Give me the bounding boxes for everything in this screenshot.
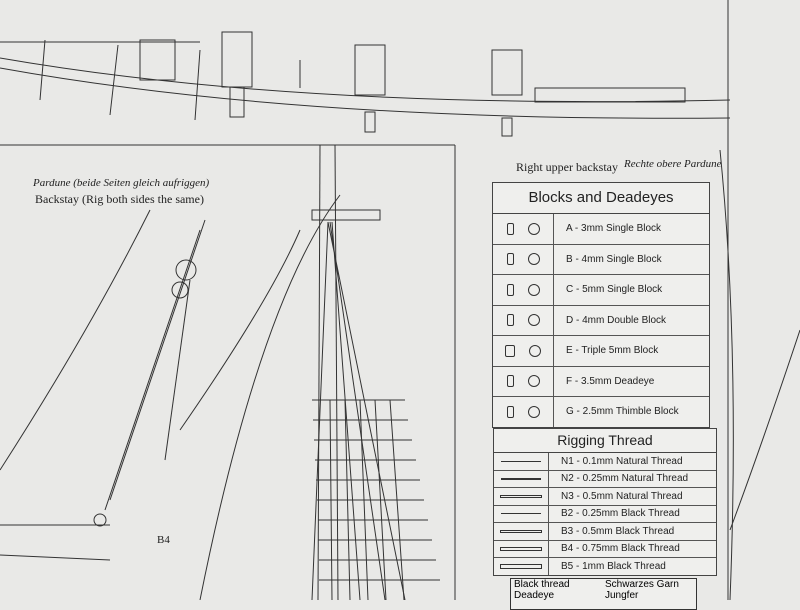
- table-row: D - 4mm Double Block: [493, 305, 709, 336]
- row-label: B3 - 0.5mm Black Thread: [561, 525, 675, 537]
- table-row: N2 - 0.25mm Natural Thread: [494, 470, 716, 488]
- translation-legend: Black thread Schwarzes Garn Deadeye Jungfe…: [510, 578, 697, 610]
- thread-line-icon: [501, 460, 541, 462]
- thimble-side-icon: [506, 405, 514, 418]
- legend-en: Deadeye: [514, 590, 555, 601]
- legend-de: Schwarzes Garn: [605, 579, 679, 590]
- table-row: C - 5mm Single Block: [493, 275, 709, 306]
- triple-block-icon: [505, 344, 515, 357]
- double-block-icon: [506, 314, 514, 327]
- deadeye-icon: [527, 375, 540, 388]
- thimble-icon: [527, 405, 540, 418]
- rigging-title: Rigging Thread: [494, 429, 716, 453]
- row-label: C - 5mm Single Block: [566, 284, 663, 296]
- legend-row: Black thread Schwarzes Garn: [511, 579, 696, 590]
- block-side-icon: [527, 314, 540, 327]
- row-label: E - Triple 5mm Block: [566, 345, 659, 357]
- row-label: B4 - 0.75mm Black Thread: [561, 543, 680, 555]
- row-label: A - 3mm Single Block: [566, 223, 662, 235]
- table-row: N3 - 0.5mm Natural Thread: [494, 488, 716, 506]
- thread-line-icon: [500, 563, 542, 569]
- table-row: B - 4mm Single Block: [493, 244, 709, 275]
- single-block-icon: [506, 222, 514, 235]
- row-label: F - 3.5mm Deadeye: [566, 375, 655, 387]
- legend-row: Deadeye Jungfer: [511, 590, 696, 601]
- legend-en: Black thread: [514, 579, 570, 590]
- table-row: F - 3.5mm Deadeye: [493, 366, 709, 397]
- table-row: N1 - 0.1mm Natural Thread: [494, 453, 716, 471]
- table-row: B2 - 0.25mm Black Thread: [494, 505, 716, 523]
- cannon-3: [491, 49, 523, 137]
- row-label: N1 - 0.1mm Natural Thread: [561, 455, 683, 467]
- cannon-1: [221, 31, 253, 118]
- thread-line-icon: [500, 546, 542, 551]
- thread-line-icon: [501, 477, 541, 480]
- right-upper-backstay-de: Rechte obere Pardune: [624, 158, 722, 170]
- thread-line-icon: [501, 513, 541, 515]
- blocks-title: Blocks and Deadeyes: [493, 183, 709, 214]
- block-side-icon: [527, 253, 540, 266]
- blocks-deadeyes-table: Blocks and Deadeyes A - 3mm Single Block…: [492, 182, 710, 428]
- thread-line-icon: [500, 494, 542, 498]
- table-row: B4 - 0.75mm Black Thread: [494, 540, 716, 558]
- row-label: D - 4mm Double Block: [566, 314, 667, 326]
- legend-de: Jungfer: [605, 590, 639, 601]
- right-upper-backstay-en: Right upper backstay: [516, 160, 618, 174]
- block-side-icon: [529, 344, 541, 357]
- row-label: N3 - 0.5mm Natural Thread: [561, 490, 683, 502]
- deadeye-side-icon: [506, 375, 514, 388]
- cannon-2: [354, 44, 386, 133]
- block-side-icon: [527, 283, 540, 296]
- row-label: G - 2.5mm Thimble Block: [566, 406, 679, 418]
- block-side-icon: [527, 222, 540, 235]
- row-label: B5 - 1mm Black Thread: [561, 560, 666, 572]
- backstay-label-en: Backstay (Rig both sides the same): [35, 192, 204, 206]
- table-row: B5 - 1mm Black Thread: [494, 558, 716, 575]
- thread-line-icon: [500, 529, 542, 533]
- table-row: B3 - 0.5mm Black Thread: [494, 523, 716, 541]
- table-row: E - Triple 5mm Block: [493, 336, 709, 367]
- single-block-icon: [506, 283, 514, 296]
- table-row: G - 2.5mm Thimble Block: [493, 397, 709, 427]
- row-label: B2 - 0.25mm Black Thread: [561, 508, 680, 520]
- single-block-icon: [506, 253, 514, 266]
- b4-label: B4: [157, 534, 170, 546]
- row-label: N2 - 0.25mm Natural Thread: [561, 473, 689, 485]
- table-row: A - 3mm Single Block: [493, 214, 709, 245]
- rigging-thread-table: Rigging Thread N1 - 0.1mm Natural Thread…: [493, 428, 717, 576]
- backstay-label-de: Pardune (beide Seiten gleich aufriggen): [33, 177, 210, 189]
- row-label: B - 4mm Single Block: [566, 253, 662, 265]
